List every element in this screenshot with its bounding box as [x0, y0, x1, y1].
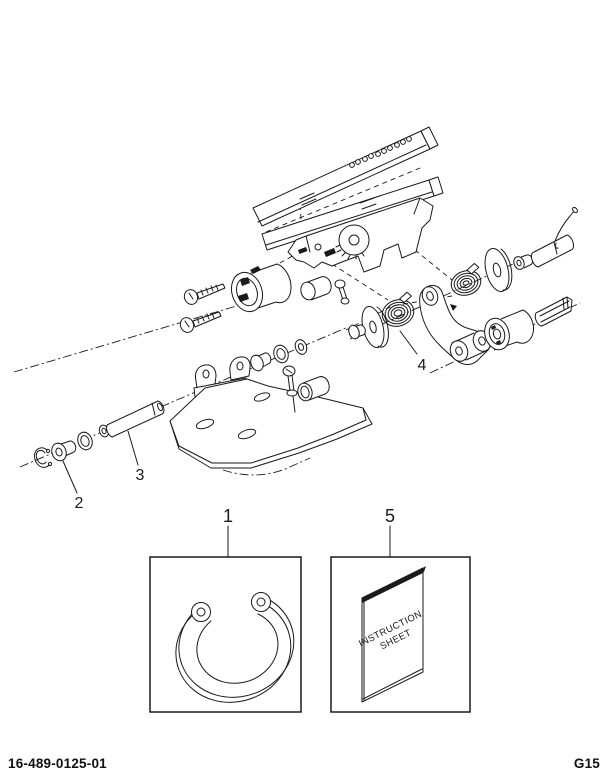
grooved-pin — [534, 296, 573, 327]
boxed-item-1 — [149, 556, 302, 713]
pivot-bushing-2 — [51, 440, 77, 462]
retaining-ring — [175, 592, 295, 703]
instruction-sheet: INSTRUCTION SHEET — [357, 566, 426, 703]
upper-jacket-rail — [252, 126, 439, 227]
release-shaft — [530, 206, 578, 268]
disc-washer-right — [484, 247, 513, 293]
callout-3: 3 — [136, 467, 145, 484]
page-code: G15 — [573, 756, 600, 771]
disc-washer-left — [348, 305, 389, 349]
ratchet-sector — [335, 224, 370, 260]
shift-lever — [419, 284, 492, 365]
pivot-pin-3 — [106, 400, 165, 438]
callout-leaders — [62, 330, 418, 558]
torsion-spring-4 — [381, 291, 415, 327]
pivot-washer — [77, 431, 93, 451]
pivot-bushings — [250, 339, 308, 372]
housing-bolt — [334, 279, 350, 305]
small-snap-ring — [34, 447, 53, 468]
mounting-screw-lower — [179, 311, 222, 333]
lock-shoe-sleeve — [230, 263, 292, 313]
housing-clamp — [300, 276, 332, 301]
serration-teeth — [349, 136, 412, 168]
boxed-item-5: INSTRUCTION SHEET — [330, 556, 471, 713]
bushing-small-right — [513, 254, 534, 270]
mounting-plate — [169, 378, 373, 476]
lower-jacket-rail — [261, 176, 444, 251]
torsion-spring-upper — [450, 262, 482, 296]
item-1-box — [149, 556, 302, 713]
bushing-large-right — [484, 309, 535, 351]
callout-1: 1 — [223, 506, 233, 526]
document-number: 16-489-0125-01 — [8, 756, 107, 771]
callout-4: 4 — [418, 357, 427, 374]
mounting-screw-upper — [183, 283, 226, 305]
plate-bolt — [282, 365, 298, 413]
callout-5: 5 — [385, 506, 395, 526]
plate-clamp — [297, 376, 330, 402]
column-housing — [287, 197, 434, 273]
callout-2: 2 — [75, 495, 84, 512]
